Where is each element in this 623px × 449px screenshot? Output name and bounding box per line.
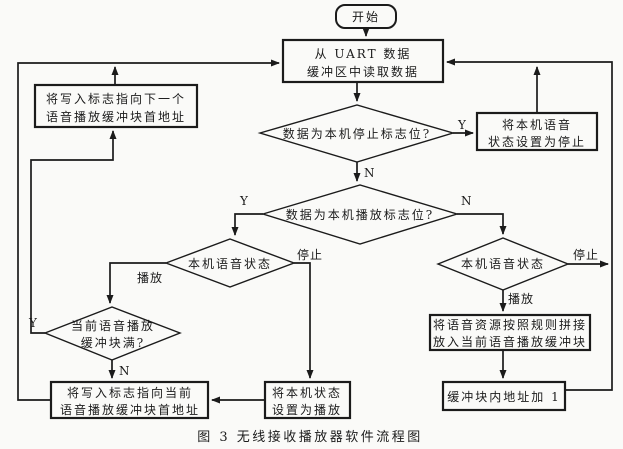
set-voice-stop-line1: 将本机语音: [502, 117, 572, 132]
set-voice-stop-line2: 状态设置为停止: [488, 134, 586, 149]
stop-flag-no-label: N: [364, 166, 375, 180]
buffer-full-line2: 缓冲块满?: [81, 335, 145, 350]
edge-left-return-to-read-uart: [17, 59, 280, 401]
voice-state-right-label: 本机语音状态: [461, 256, 545, 271]
right-state-stop-label: 停止: [573, 247, 599, 262]
play-flag-no-label: N: [461, 194, 472, 208]
connectors: [17, 28, 613, 404]
edge-left-state-play: [106, 262, 166, 304]
addr-plus-one-process: [441, 380, 567, 412]
voice-state-left-label: 本机语音状态: [188, 256, 272, 271]
read-uart-line2: 缓冲区中读取数据: [307, 64, 419, 79]
point-next-block-line1: 将写入标志指向下一个: [46, 91, 186, 106]
right-state-play-label: 播放: [508, 291, 534, 306]
edge-left-state-stop: [294, 262, 314, 379]
point-current-block-process: [49, 380, 210, 420]
buffer-full-no-label: N: [119, 364, 130, 378]
buffer-full-line1: 当前语音播放: [71, 318, 155, 333]
start-label: 开始: [352, 10, 380, 24]
set-voice-stop-process: [475, 111, 599, 152]
edge-play-flag-no: [457, 213, 507, 235]
buffer-full-yes-label: Y: [28, 316, 38, 330]
check-stop-flag-decision: [257, 104, 456, 163]
stop-flag-yes-label: Y: [457, 118, 467, 132]
branch-labels: Y N Y N 停止 播放 Y N 停止 播放: [28, 118, 599, 378]
voice-state-right-decision: [436, 237, 570, 291]
start-terminator: [335, 4, 397, 29]
voice-state-left-decision: [164, 238, 296, 288]
edge-right-return-to-read-uart: [446, 58, 613, 391]
splice-voice-line1: 将语音资源按照规则拼接: [433, 317, 587, 332]
splice-voice-line2: 放入当前语音播放缓冲块: [433, 334, 587, 349]
point-next-block-process: [33, 83, 199, 129]
splice-voice-process: [428, 313, 592, 352]
read-uart-line1: 从 UART 数据: [315, 46, 412, 61]
addr-plus-one-label: 缓冲块内地址加 1: [447, 389, 560, 404]
check-play-flag-label: 数据为本机播放标志位?: [286, 207, 434, 222]
point-current-block-line1: 将写入标志指向当前: [67, 385, 193, 400]
figure-caption: 图 3 无线接收播放器软件流程图: [197, 429, 423, 445]
nodes: 开始 从 UART 数据 缓冲区中读取数据 数据为本机停止标志位? 将本机语音 …: [33, 4, 599, 420]
point-current-block-line2: 语音播放缓冲块首地址: [60, 402, 200, 417]
edge-buffer-full-yes: [30, 130, 117, 334]
check-stop-flag-label: 数据为本机停止标志位?: [283, 126, 431, 141]
set-state-play-process: [263, 380, 352, 420]
read-uart-process: [281, 38, 445, 84]
set-state-play-line1: 将本机状态: [272, 386, 342, 400]
left-state-play-label: 播放: [137, 270, 163, 285]
edge-play-flag-yes: [231, 213, 263, 236]
point-next-block-line2: 语音播放缓冲块首地址: [46, 109, 186, 124]
buffer-full-decision: [43, 306, 182, 361]
play-flag-yes-label: Y: [239, 194, 249, 208]
left-state-stop-label: 停止: [297, 247, 323, 262]
check-play-flag-decision: [260, 184, 460, 245]
set-state-play-line2: 设置为播放: [272, 402, 342, 417]
